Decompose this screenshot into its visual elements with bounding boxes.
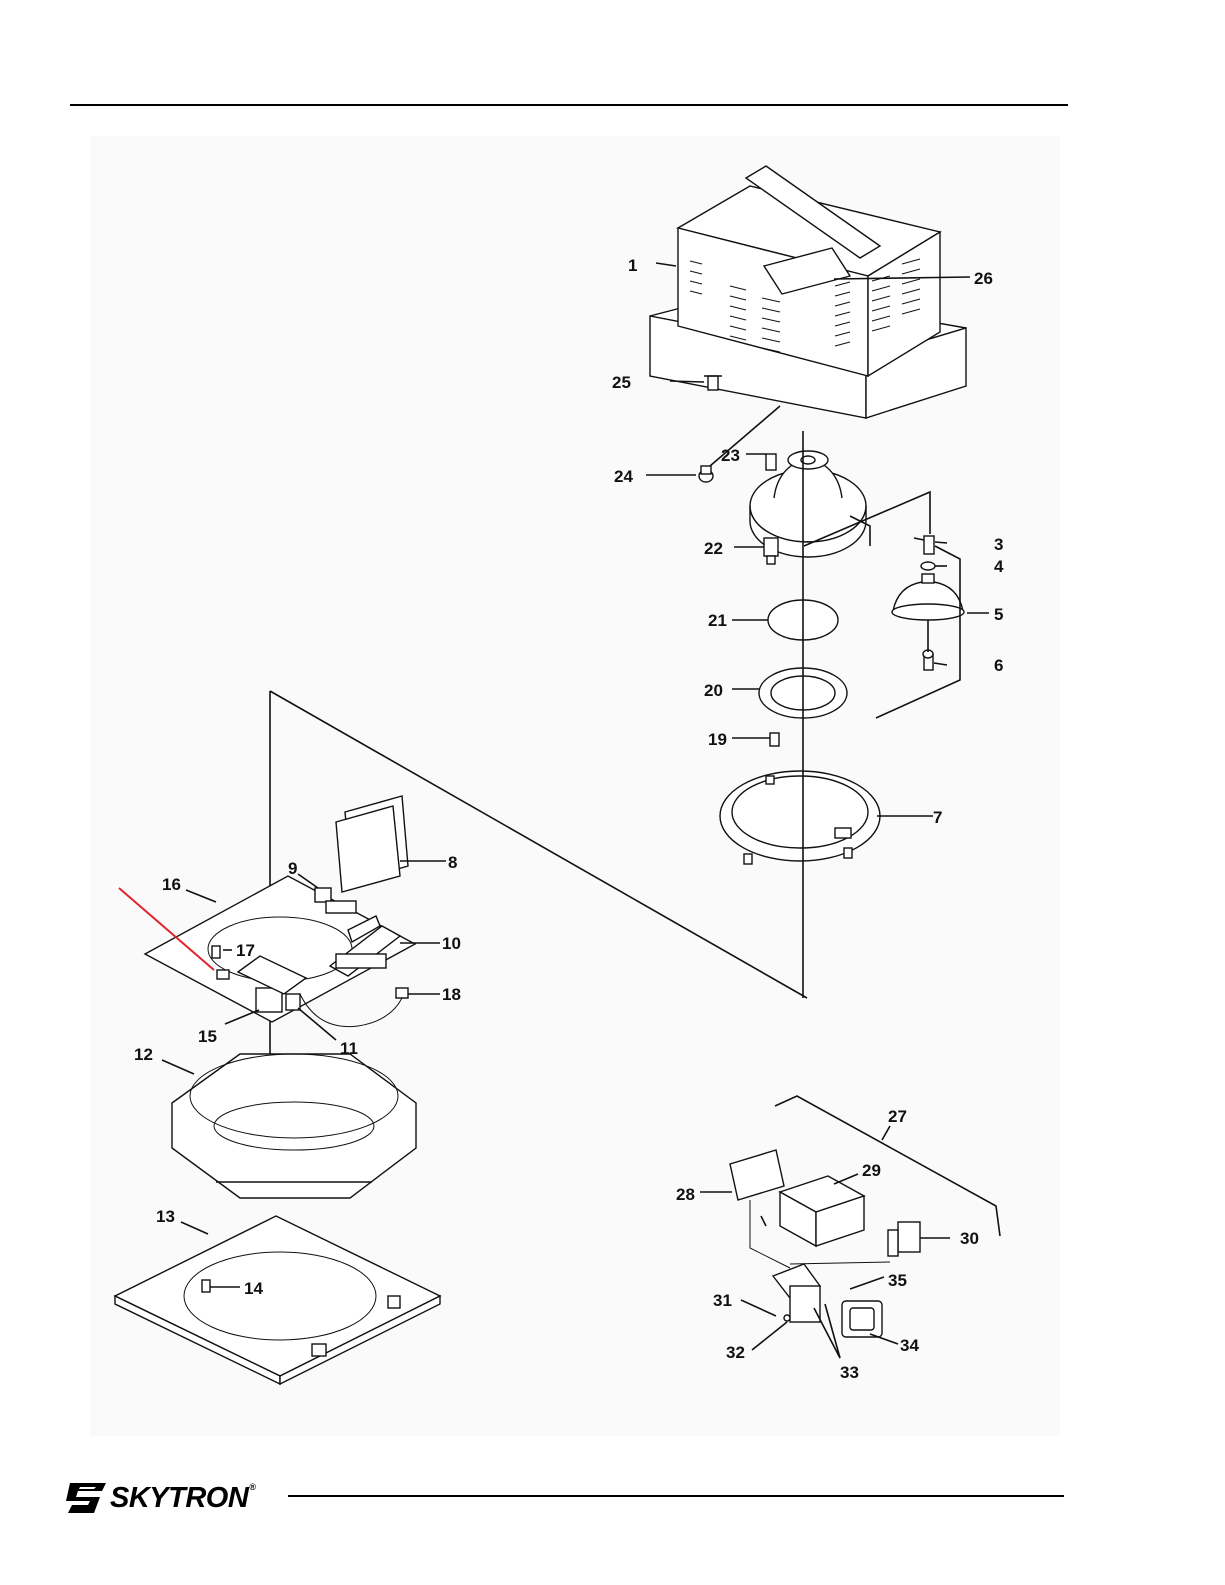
label-part-5: 5 <box>994 605 1003 624</box>
label-part-27: 27 <box>888 1107 907 1126</box>
part-24-clip <box>699 466 713 482</box>
label-part-13: 13 <box>156 1207 175 1226</box>
label-part-32: 32 <box>726 1343 745 1362</box>
label-part-23: 23 <box>721 446 740 465</box>
part-8-circuit-board <box>336 796 408 892</box>
label-part-16: 16 <box>162 875 181 894</box>
label-part-24: 24 <box>614 467 633 486</box>
part-29-cover <box>780 1176 864 1246</box>
part-6-bulb <box>923 650 933 670</box>
footer-rule <box>288 1495 1064 1497</box>
label-part-34: 34 <box>900 1336 919 1355</box>
part-1-housing <box>650 166 966 418</box>
label-part-10: 10 <box>442 934 461 953</box>
part-3-terminal <box>914 536 934 554</box>
label-part-12: 12 <box>134 1045 153 1064</box>
part-34-socket-base <box>842 1301 882 1337</box>
part-14-standoff <box>202 1280 210 1292</box>
skytron-logo: SKYTRON® <box>66 1478 255 1518</box>
label-part-11: 11 <box>340 1039 358 1058</box>
label-part-35: 35 <box>888 1271 907 1290</box>
label-part-22: 22 <box>704 539 723 558</box>
label-part-14: 14 <box>244 1279 263 1298</box>
part-4-washer <box>921 562 935 570</box>
label-part-30: 30 <box>960 1229 979 1248</box>
label-part-19: 19 <box>708 730 727 749</box>
part-19-clip <box>770 733 779 746</box>
label-part-1: 1 <box>628 256 637 275</box>
part-red-indicator-part <box>217 970 229 979</box>
label-part-18: 18 <box>442 985 461 1004</box>
label-part-29: 29 <box>862 1161 881 1180</box>
label-part-25: 25 <box>612 373 631 392</box>
label-part-3: 3 <box>994 535 1003 554</box>
label-part-4: 4 <box>994 557 1004 576</box>
part-33-bracket <box>773 1264 820 1322</box>
label-part-17: 17 <box>236 941 255 960</box>
part-30-switch <box>888 1222 920 1256</box>
label-part-6: 6 <box>994 656 1003 675</box>
label-part-26: 26 <box>974 269 993 288</box>
header-rule <box>70 104 1068 106</box>
part-11-capacitor <box>286 994 300 1010</box>
label-part-9: 9 <box>288 859 297 878</box>
label-part-7: 7 <box>933 808 942 827</box>
brand-name: SKYTRON® <box>110 1482 255 1515</box>
label-part-21: 21 <box>708 611 727 630</box>
label-part-28: 28 <box>676 1185 695 1204</box>
label-part-20: 20 <box>704 681 723 700</box>
part-7-trim-ring <box>720 771 880 864</box>
part-13-trim-frame <box>115 1216 440 1384</box>
part-5-reflector <box>892 574 964 620</box>
part-28-pc-board <box>730 1150 784 1200</box>
part-22-connector <box>764 538 778 564</box>
part-31-screw <box>761 1216 766 1226</box>
exploded-parts-diagram: 1 26 25 24 23 22 3 4 5 6 21 20 19 7 8 9 … <box>90 136 1060 1436</box>
part-17-standoff <box>212 946 220 958</box>
label-part-33: 33 <box>840 1363 859 1382</box>
label-part-15: 15 <box>198 1027 217 1046</box>
label-part-8: 8 <box>448 853 457 872</box>
skytron-logo-icon <box>66 1479 108 1517</box>
label-part-31: 31 <box>713 1291 732 1310</box>
part-32-nut <box>784 1315 790 1321</box>
part-12-reflector-pan <box>172 1054 416 1198</box>
